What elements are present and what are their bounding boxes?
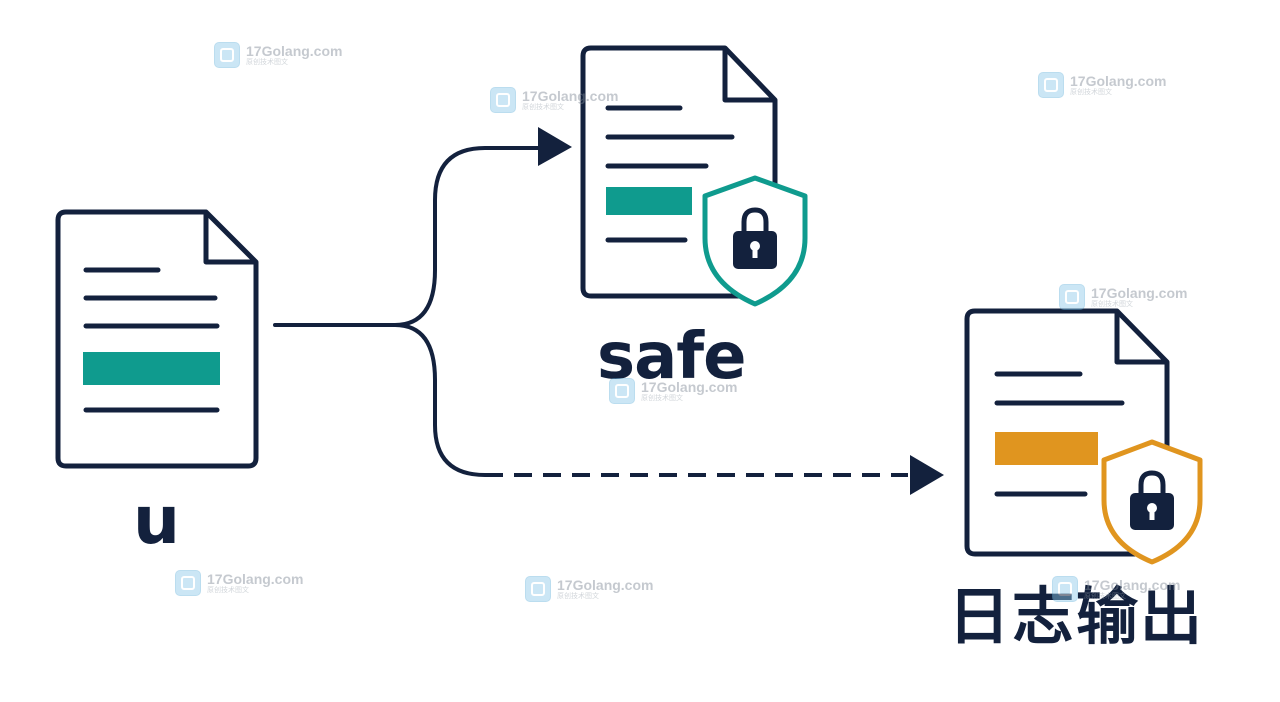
source-document-icon [55,209,259,469]
arrowhead-dashed [910,455,944,495]
edge-source-to-log [393,323,944,495]
edge-source-to-safe [273,127,572,327]
safe-shield-lock-icon [702,175,808,307]
safe-label: safe [597,320,747,394]
log-output-label: 日志输出 [948,580,1205,653]
highlight-bar [83,352,220,385]
highlight-bar [995,432,1098,465]
highlight-bar [606,187,692,215]
log-shield-lock-icon [1101,439,1203,565]
source-label: u [133,482,180,559]
arrowhead-solid [538,127,572,166]
